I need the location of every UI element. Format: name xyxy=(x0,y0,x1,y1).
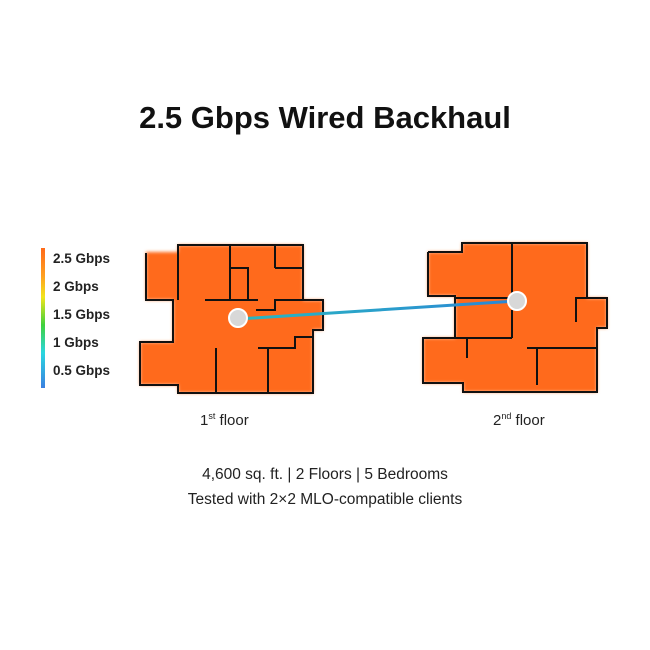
legend-label: 2 Gbps xyxy=(53,279,99,294)
floor-number: 2 xyxy=(493,412,502,429)
legend-label: 0.5 Gbps xyxy=(53,363,111,378)
test-conditions: Tested with 2×2 MLO-compatible clients xyxy=(187,491,463,508)
page-title: 2.5 Gbps Wired Backhaul xyxy=(139,100,511,135)
floor-suffix: st xyxy=(208,411,216,421)
floor-word: floor xyxy=(515,412,545,429)
floor-2-plan xyxy=(422,242,608,393)
legend-label: 2.5 Gbps xyxy=(53,251,111,266)
floor-number: 1 xyxy=(200,412,209,429)
signal-legend-gradient xyxy=(41,248,45,388)
router-floor-2-icon xyxy=(507,291,527,311)
floor-1-label: 1st floor xyxy=(200,411,249,429)
floor-word: floor xyxy=(219,412,249,429)
legend-label: 1.5 Gbps xyxy=(53,307,111,322)
floor-suffix: nd xyxy=(501,411,512,421)
home-specs: 4,600 sq. ft. | 2 Floors | 5 Bedrooms xyxy=(202,466,448,483)
floor-2-label: 2nd floor xyxy=(493,411,545,429)
legend-label: 1 Gbps xyxy=(53,335,99,350)
wired-backhaul-link xyxy=(237,299,518,321)
router-floor-1-icon xyxy=(228,308,248,328)
